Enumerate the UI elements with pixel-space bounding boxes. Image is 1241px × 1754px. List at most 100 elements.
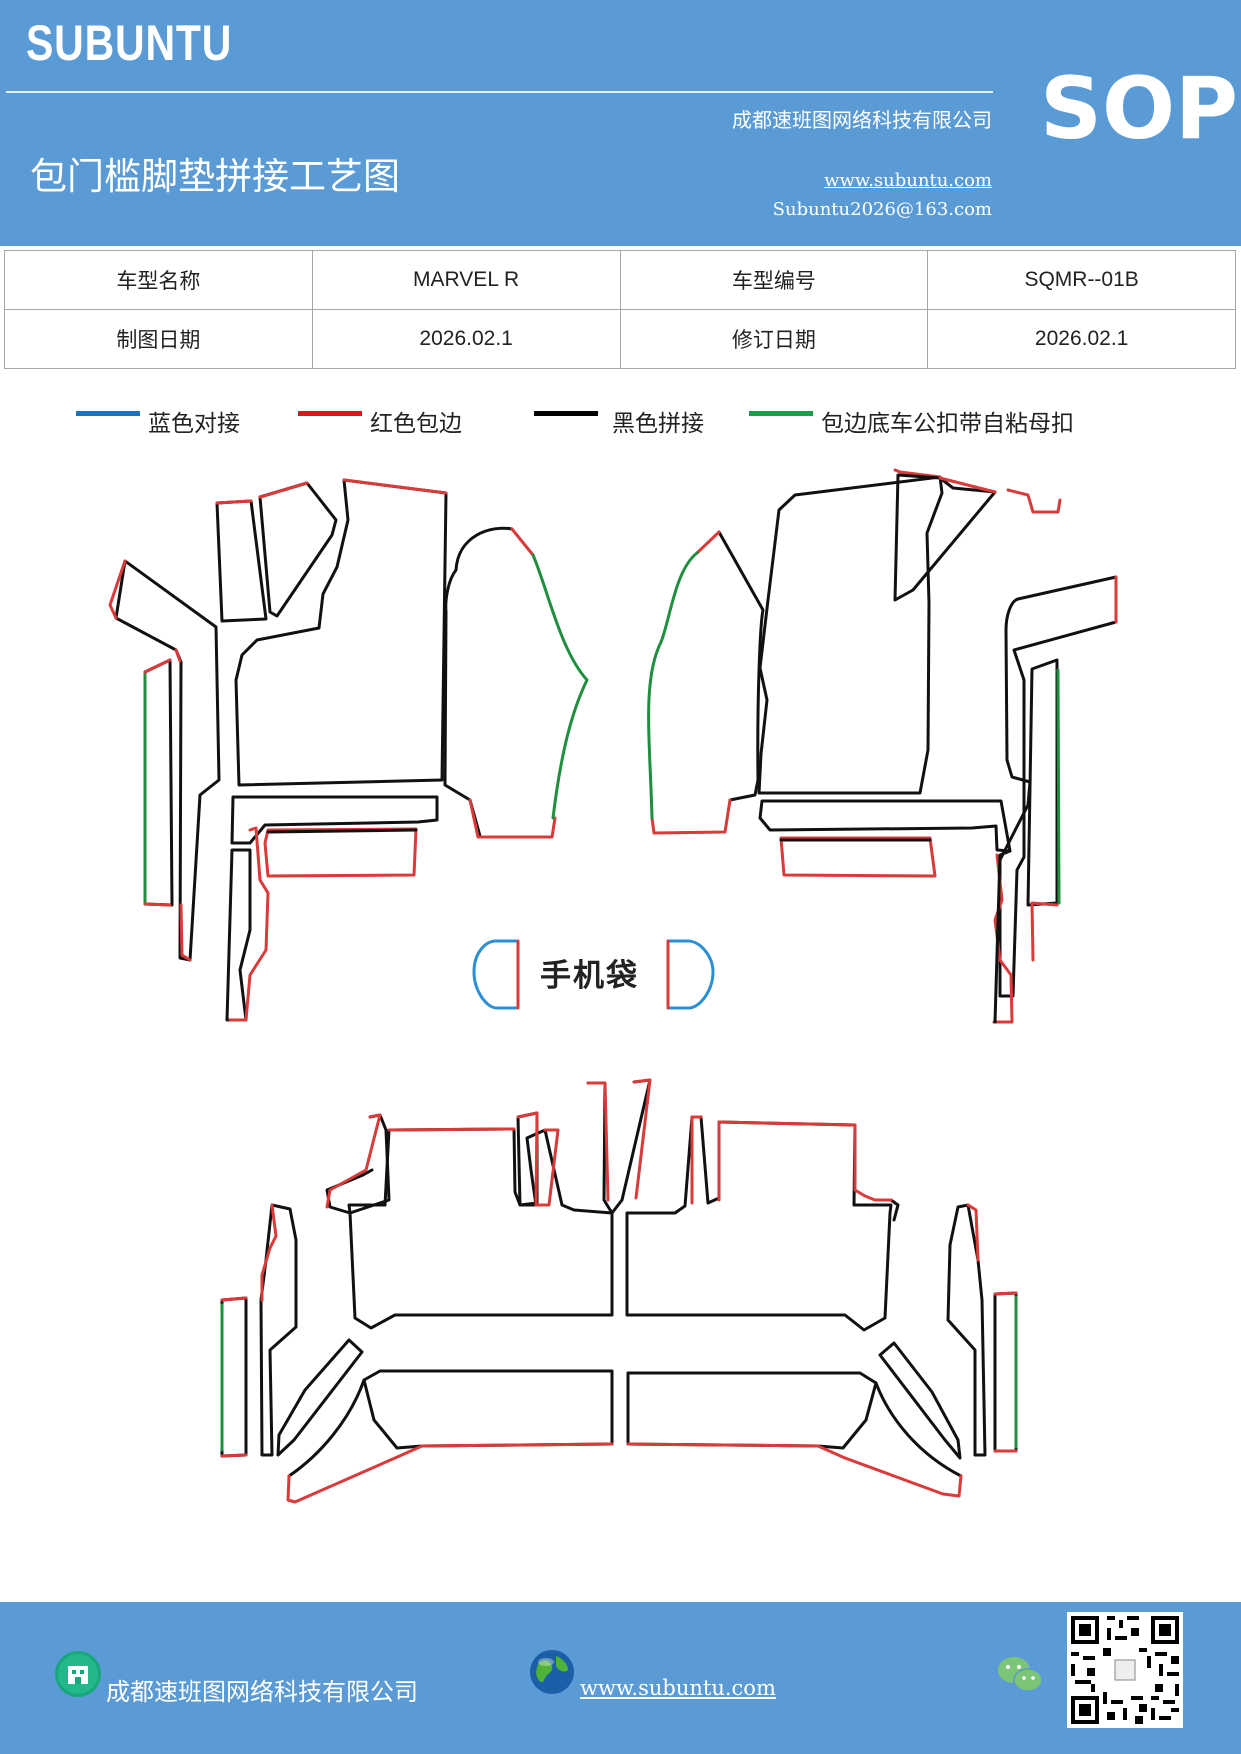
driver-door-strip-red <box>143 658 192 962</box>
phone-pocket-label: 手机袋 <box>540 958 639 994</box>
legend-label: 红色包边 <box>370 411 462 437</box>
front-right-mat-group <box>647 468 1118 1024</box>
rear-right-door-strip <box>946 1203 987 1457</box>
vehicle-info-table: 车型名称 MARVEL R 车型编号 SQMR--01B 制图日期 2026.0… <box>4 250 1236 369</box>
model-name-value: MARVEL R <box>311 250 621 310</box>
revise-date-label: 修订日期 <box>619 309 929 369</box>
draw-date-value: 2026.02.1 <box>311 309 621 369</box>
header-company-name: 成都速班图网络科技有限公司 <box>732 108 992 132</box>
legend-label: 包边底车公扣带自粘母扣 <box>821 411 1074 437</box>
passenger-sill-arm <box>998 575 1118 998</box>
rear-right-lower-outer <box>874 1381 963 1478</box>
revise-date-value: 2026.02.1 <box>927 309 1236 369</box>
passenger-heel-strip <box>993 849 1012 1024</box>
rear-right-outer-red <box>993 1291 1018 1453</box>
rear-left-lower-outer <box>287 1378 366 1478</box>
driver-left-strip <box>215 499 268 623</box>
footer-banner: 成都速班图网络科技有限公司 www.subuntu.com <box>0 1602 1241 1754</box>
globe-icon <box>530 1650 574 1694</box>
rear-left-outer-red <box>220 1296 248 1458</box>
passenger-bottom-bar <box>758 799 1012 853</box>
rear-right-outer-strip <box>993 1291 1018 1453</box>
legend-swatch-green <box>749 410 813 416</box>
header-banner: SUBUNTU SOP 成都速班图网络科技有限公司 包门槛脚垫拼接工艺图 www… <box>0 0 1241 246</box>
driver-sill-arm-red <box>108 559 182 663</box>
page-title: 包门槛脚垫拼接工艺图 <box>30 155 400 198</box>
wechat-icon <box>998 1657 1043 1692</box>
footer-company-name: 成都速班图网络科技有限公司 <box>106 1678 418 1706</box>
driver-mat-top-edge <box>342 478 448 495</box>
rear-right-main <box>625 1115 893 1332</box>
rear-left-flap <box>325 1113 391 1215</box>
qr-code <box>1067 1612 1183 1728</box>
passenger-left-piece <box>717 530 765 802</box>
passenger-diagonal-top <box>938 476 997 494</box>
passenger-door-strip-green <box>1056 668 1061 905</box>
rear-left-lower-seat <box>362 1369 614 1450</box>
phone-pocket-group <box>472 939 715 1010</box>
driver-sill-arm <box>114 559 221 962</box>
legend-item-blue: 蓝色对接 <box>76 404 240 438</box>
footer-website-link[interactable]: www.subuntu.com <box>580 1676 776 1700</box>
brand-logo-text: SUBUNTU <box>26 15 233 71</box>
rear-left-door-strip-red <box>260 1203 278 1302</box>
header-divider <box>6 91 993 93</box>
driver-footrest-top <box>266 828 418 834</box>
legend-label: 蓝色对接 <box>148 411 240 437</box>
model-name-label: 车型名称 <box>4 250 313 310</box>
rear-right-mat-group <box>625 1115 1018 1498</box>
driver-left-strip-top <box>215 499 253 505</box>
rear-left-mat-group <box>220 1078 652 1504</box>
passenger-diagonal-piece <box>893 473 997 602</box>
legend-item-green: 包边底车公扣带自粘母扣 <box>749 404 1074 438</box>
driver-mat-body <box>234 478 448 787</box>
model-code-label: 车型编号 <box>619 250 929 310</box>
rear-right-lower-red <box>626 1442 963 1498</box>
rear-right-main-top <box>717 1120 857 1127</box>
sop-badge: SOP <box>1040 59 1239 159</box>
passenger-door-strip <box>1026 658 1059 907</box>
legend-item-black: 黑色拼接 <box>534 404 704 438</box>
passenger-left-piece-red <box>650 530 732 835</box>
passenger-heel-strip-red <box>992 853 1014 1024</box>
rear-left-flap-red <box>325 1113 382 1209</box>
rear-right-strip-red <box>690 1115 721 1205</box>
floor-mat-diagram <box>108 468 1118 1504</box>
right-pocket-blue <box>666 939 715 1010</box>
draw-date-label: 制图日期 <box>4 309 313 369</box>
header-website-link[interactable]: www.subuntu.com <box>824 170 992 191</box>
rear-center-right-tongue-red <box>632 1078 652 1200</box>
front-left-mat-group <box>108 478 589 1022</box>
rear-right-lower-seat <box>626 1371 878 1450</box>
rear-right-flap-red <box>853 1123 893 1202</box>
color-legend: 蓝色对接 红色包边 黑色拼接 包边底车公扣带自粘母扣 <box>0 404 1241 437</box>
driver-right-piece-red <box>468 527 557 839</box>
header-email: Subuntu2026@163.com <box>772 199 992 220</box>
legend-swatch-black <box>534 410 598 416</box>
rear-center-left-tongue-red <box>586 1081 610 1202</box>
rear-right-door-strip-red <box>966 1203 980 1262</box>
table-row: 制图日期 2026.02.1 修订日期 2026.02.1 <box>4 309 1236 369</box>
rear-left-strip-red <box>516 1111 560 1207</box>
passenger-mat-top-edge <box>893 468 942 479</box>
rear-left-outer-strip <box>220 1296 248 1458</box>
rear-left-lower-red <box>286 1442 614 1504</box>
passenger-door-strip-red <box>1030 901 1059 962</box>
building-icon <box>55 1651 101 1697</box>
passenger-left-piece-green <box>647 551 699 820</box>
passenger-mat-body <box>757 475 944 795</box>
model-code-value: SQMR--01B <box>927 250 1236 310</box>
rear-left-main-top <box>387 1127 516 1132</box>
rear-center-right-tongue <box>610 1078 652 1215</box>
legend-swatch-blue <box>76 410 140 416</box>
rear-left-diagonal-strip <box>276 1338 364 1457</box>
passenger-footrest-pad <box>779 836 937 878</box>
passenger-top-left-red <box>1006 488 1062 514</box>
table-row: 车型名称 MARVEL R 车型编号 SQMR--01B <box>4 250 1236 310</box>
driver-heel-strip <box>225 848 252 1022</box>
driver-wedge-piece <box>258 481 338 618</box>
left-pocket-blue <box>472 939 518 1010</box>
driver-bottom-bar <box>230 795 439 845</box>
driver-right-piece-green <box>531 553 589 820</box>
legend-label: 黑色拼接 <box>612 411 704 437</box>
